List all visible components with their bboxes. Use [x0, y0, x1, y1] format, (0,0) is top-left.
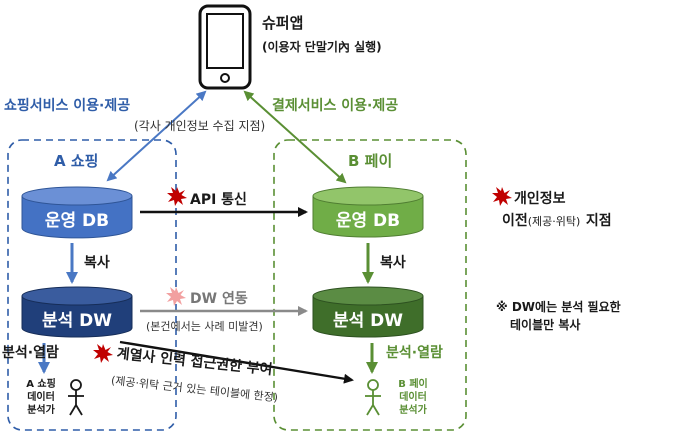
dw-link-label: DW 연동	[190, 291, 248, 307]
a-ops-db-cylinder	[21, 186, 133, 239]
zone-b-box	[273, 139, 467, 431]
burst-icon-legend	[492, 187, 512, 206]
api-label: API 통신	[190, 192, 247, 208]
a-analyst-person-icon	[68, 379, 84, 416]
note-line1: ※ DW에는 분석 필요한	[496, 300, 621, 314]
b-ops-db-cylinder	[312, 186, 424, 238]
b-dw-label: 분석 DW	[332, 311, 404, 331]
burst-icon-dw-link	[166, 287, 186, 306]
a-analyst-label: A 쇼핑 데이터 분석가	[6, 378, 76, 417]
zone-b-title: B 페이	[348, 152, 393, 170]
a-ops-db-label: 운영 DB	[44, 211, 110, 231]
b-analyst-line: B 페이	[398, 379, 428, 390]
b-analyst-line: 분석가	[399, 405, 427, 416]
legend-transfer-main: 이전	[502, 213, 528, 229]
burst-icon-affiliate	[93, 344, 113, 363]
phone-title: 슈퍼앱	[262, 14, 304, 32]
b-dw-cylinder	[312, 286, 424, 338]
b-ops-db-label: 운영 DB	[335, 211, 401, 231]
dw-link-note: (본건에서는 사례 미발견)	[146, 320, 263, 333]
burst-icon-api	[167, 187, 187, 206]
copy-a-label: 복사	[84, 255, 110, 271]
phone-to-a-arrow	[106, 90, 207, 182]
analysis-view-b-label: 분석·열람	[386, 345, 443, 361]
phone-subtitle: (이용자 단말기內 실행)	[262, 40, 382, 54]
zone-a-title: A 쇼핑	[54, 152, 99, 170]
note-line2: 테이블만 복사	[510, 318, 581, 332]
payment-use-label: 결제서비스 이용·제공	[272, 98, 399, 114]
a-analyst-line: 데이터	[27, 392, 55, 403]
legend-transfer-sub: (제공·위탁)	[527, 215, 581, 228]
a-analyst-line: A 쇼핑	[26, 379, 56, 390]
a-analyst-line: 분석가	[27, 405, 55, 416]
analysis-view-a-label: 분석·열람	[2, 345, 59, 361]
legend-transfer-line1: 개인정보	[514, 191, 566, 207]
b-analyst-line: 데이터	[399, 392, 427, 403]
shopping-use-label: 쇼핑서비스 이용·제공	[4, 98, 131, 114]
collect-note-label: (각사 개인정보 수집 지점)	[134, 119, 266, 133]
legend-transfer-end: 지점	[585, 213, 612, 229]
b-analyst-label: B 페이 데이터 분석가	[378, 378, 448, 417]
b-analyst-person-icon	[365, 379, 381, 416]
a-dw-cylinder	[21, 286, 133, 338]
smartphone-icon	[198, 4, 252, 90]
phone-to-b-arrow	[243, 90, 347, 184]
legend-transfer-line2: 이전(제공·위탁) 지점	[502, 210, 612, 230]
a-dw-label: 분석 DW	[41, 311, 113, 331]
copy-b-label: 복사	[380, 255, 406, 271]
affiliate-access-arrow	[119, 340, 354, 384]
zone-a-box	[7, 139, 177, 431]
